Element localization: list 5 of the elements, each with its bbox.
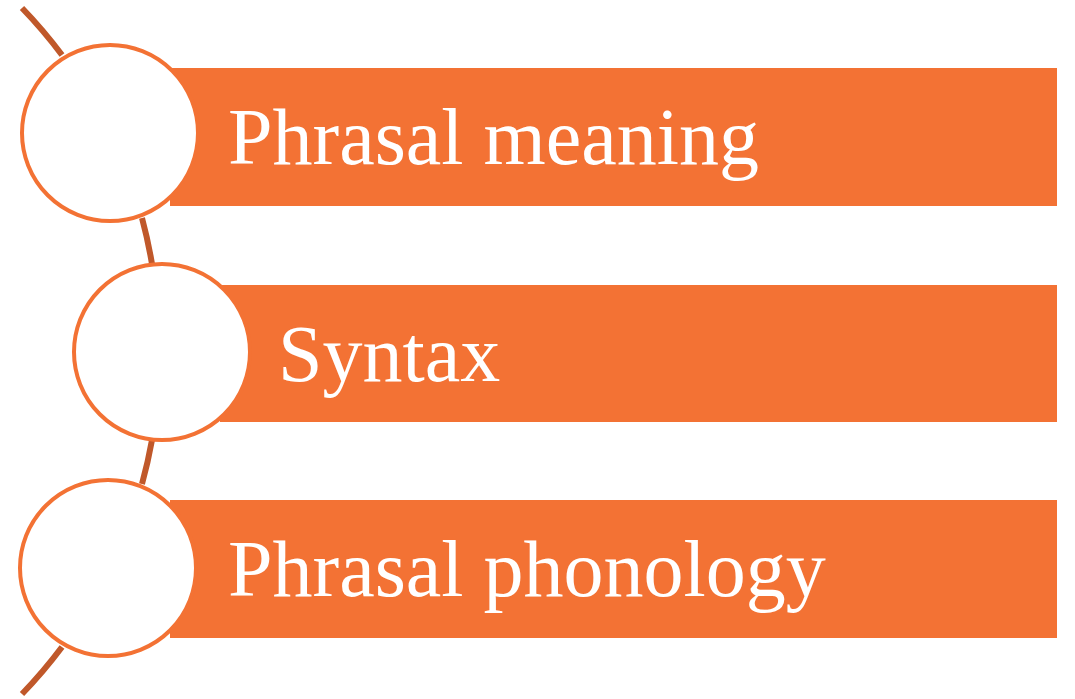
list-bar: Phrasal meaning bbox=[170, 68, 1057, 206]
list-bar: Syntax bbox=[220, 285, 1057, 422]
arc-line bbox=[139, 439, 155, 485]
arc-line bbox=[139, 217, 155, 265]
list-bar: Phrasal phonology bbox=[170, 500, 1057, 638]
